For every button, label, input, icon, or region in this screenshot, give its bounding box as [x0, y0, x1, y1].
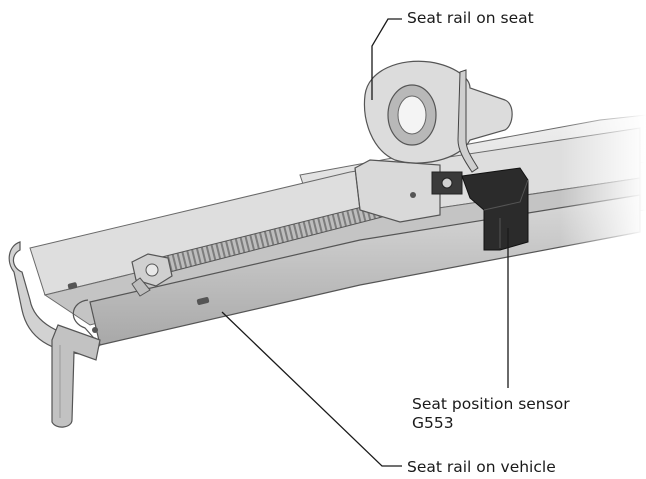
- leader-seat-rail-on-vehicle: [221, 311, 402, 467]
- label-seat-rail-on-vehicle: Seat rail on vehicle: [407, 458, 556, 476]
- label-seat-position-sensor-line2: G553: [412, 414, 454, 432]
- seat-rail-on-vehicle: [8, 100, 646, 428]
- label-seat-position-sensor-line1: Seat position sensor: [412, 395, 570, 413]
- leader-seat-rail-on-seat: [371, 18, 402, 100]
- label-seat-position-sensor: Seat position sensor G553: [412, 395, 570, 433]
- seat-position-sensor-g553: [431, 69, 529, 251]
- seat-rail-bracket: [354, 60, 513, 223]
- label-seat-rail-on-seat: Seat rail on seat: [407, 9, 534, 27]
- leader-lines: [221, 18, 509, 467]
